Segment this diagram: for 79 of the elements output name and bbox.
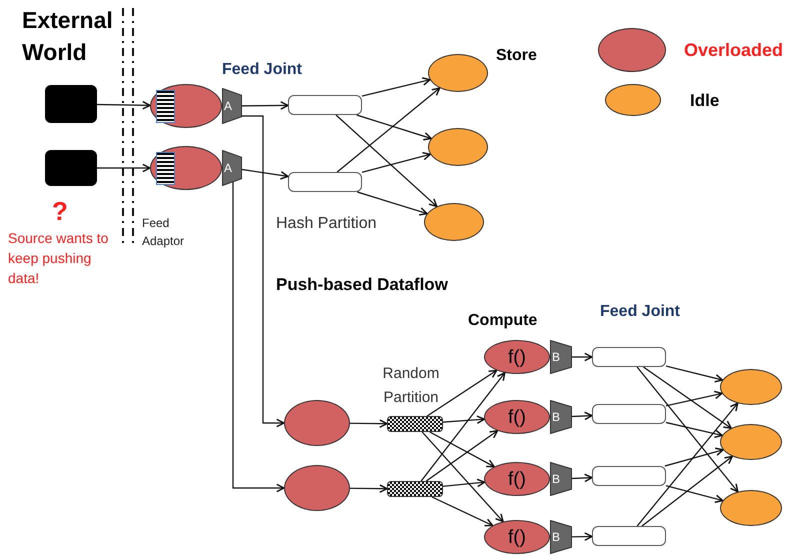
- arrow: [96, 100, 151, 110]
- idle-ellipse: [720, 490, 782, 526]
- arrow: [362, 77, 431, 97]
- adaptor-ellipse: [150, 84, 222, 128]
- arrow: [442, 415, 486, 424]
- operator-ellipse: [484, 340, 550, 374]
- node-label: f(): [508, 528, 526, 546]
- text-label: External World: [22, 6, 114, 67]
- arrow: [666, 422, 723, 438]
- arrow: [422, 432, 504, 522]
- node-label: B: [552, 473, 560, 485]
- text-label: Feed Joint: [600, 302, 680, 322]
- arrow: [643, 366, 732, 429]
- idle-ellipse: [720, 369, 782, 405]
- operator-ellipse: [484, 400, 550, 434]
- text-label: Source wants to keep pushing data!: [8, 229, 110, 288]
- queue-box: [592, 404, 666, 424]
- arrow: [350, 484, 388, 493]
- arrow: [357, 191, 428, 216]
- node-label: f(): [508, 470, 526, 488]
- adaptor-ellipse: [150, 146, 222, 190]
- text-label: Hash Partition: [276, 214, 376, 234]
- operator-ellipse: [484, 462, 550, 496]
- partition-bar: [387, 416, 443, 432]
- text-label: ?: [52, 195, 68, 228]
- arrow: [572, 474, 593, 482]
- node-label: A: [224, 100, 232, 112]
- text-label: Random Partition: [382, 364, 440, 408]
- queue-box: [592, 526, 666, 546]
- arrow: [420, 372, 506, 482]
- arrow: [242, 168, 289, 180]
- arrow: [636, 402, 738, 526]
- arrow: [636, 366, 739, 492]
- queue-box: [288, 95, 362, 115]
- arrow: [362, 152, 432, 173]
- node-label: B: [552, 531, 560, 543]
- text-label: Feed Joint: [222, 60, 302, 80]
- arrow: [430, 431, 495, 468]
- partition-bar: [387, 481, 443, 497]
- idle-ellipse: [720, 424, 782, 460]
- source-box: [45, 150, 97, 186]
- arrow: [432, 496, 494, 526]
- source-box: [45, 85, 97, 123]
- node-label: f(): [508, 408, 526, 426]
- arrow: [572, 412, 593, 420]
- queue-box: [592, 466, 666, 486]
- arrow: [572, 532, 593, 541]
- arrow: [336, 87, 440, 172]
- text-label: Push-based Dataflow: [276, 274, 448, 296]
- legend-label: Overloaded: [684, 39, 784, 62]
- arrow: [572, 352, 593, 362]
- arrow: [666, 390, 723, 406]
- arrow: [336, 114, 438, 208]
- arrow: [442, 478, 486, 488]
- arrow: [426, 370, 498, 416]
- text-label: Store: [496, 46, 537, 66]
- arrow: [242, 101, 289, 110]
- arrow: [242, 115, 285, 428]
- legend-label: Idle: [690, 90, 720, 112]
- arrow: [97, 164, 151, 172]
- idle-ellipse: [428, 128, 488, 166]
- node-label: B: [552, 351, 560, 363]
- arrow: [356, 114, 432, 140]
- arrow: [666, 366, 724, 382]
- node-label: A: [224, 162, 232, 174]
- arrow: [664, 448, 724, 467]
- arrow: [350, 419, 388, 428]
- queue-box: [288, 172, 362, 192]
- arrow: [666, 485, 724, 503]
- node-label: B: [552, 411, 560, 423]
- text-label: Compute: [468, 311, 538, 331]
- text-label: Feed Adaptor: [142, 215, 186, 250]
- arrow: [426, 430, 498, 482]
- idle-ellipse: [424, 203, 484, 241]
- queue-box: [592, 347, 666, 367]
- idle-ellipse: [428, 54, 488, 92]
- arrow: [642, 456, 734, 526]
- operator-ellipse: [484, 520, 550, 554]
- node-label: f(): [508, 348, 526, 366]
